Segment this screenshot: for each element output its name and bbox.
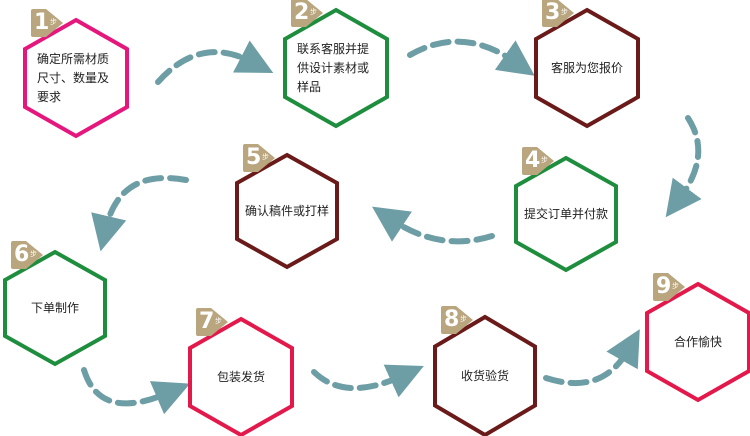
badge-shape-icon — [243, 144, 275, 172]
step-2-hexagon — [283, 7, 389, 129]
badge-shape-icon — [291, 0, 323, 27]
step-5-label: 确认稿件或打样 — [242, 176, 332, 246]
step-label-text: 确认稿件或打样 — [244, 203, 329, 218]
step-number: 7 — [199, 309, 215, 334]
step-suffix: 步 — [30, 250, 37, 258]
step-7-hexagon — [188, 316, 294, 436]
step-9-label: 合作愉快 — [663, 307, 733, 377]
step-9-hexagon — [645, 281, 750, 403]
badge-shape-icon — [31, 9, 63, 37]
step-number: 1 — [34, 10, 50, 35]
badge-shape-icon — [11, 241, 43, 269]
step-5-hexagon — [235, 152, 339, 270]
step-3-label: 客服为您报价 — [542, 33, 632, 103]
step-8-hexagon — [433, 314, 537, 436]
step-label-text: 确定所需材质尺寸、数量及要求 — [37, 51, 110, 104]
step-suffix: 步 — [460, 315, 467, 323]
step-suffix: 步 — [672, 282, 679, 290]
badge-shape-icon — [542, 0, 574, 27]
step-8-label: 收货验货 — [450, 341, 520, 411]
flow-arrow-1-to-2 — [155, 40, 274, 85]
flow-arrow-5-to-6 — [91, 175, 189, 252]
step-1-hexagon — [23, 17, 129, 139]
step-suffix: 步 — [541, 156, 548, 164]
step-suffix: 步 — [262, 153, 269, 161]
badge-shape-icon — [196, 308, 228, 336]
step-number: 8 — [444, 307, 460, 332]
step-number: 6 — [14, 242, 30, 267]
badge-shape-icon — [522, 147, 554, 175]
step-number: 5 — [246, 145, 262, 170]
step-suffix: 步 — [310, 8, 317, 16]
step-2-label: 联系客服并提供设计素材或样品 — [297, 33, 375, 103]
step-label-text: 下单制作 — [30, 300, 79, 315]
step-number: 9 — [656, 274, 672, 299]
step-suffix: 步 — [215, 317, 222, 325]
step-4-label: 提交订单并付款 — [521, 179, 611, 249]
badge-shape-icon — [653, 273, 685, 301]
step-suffix: 步 — [50, 18, 57, 26]
step-label-text: 合作愉快 — [673, 334, 722, 349]
step-label-text: 提交订单并付款 — [523, 206, 608, 221]
step-1-label: 确定所需材质尺寸、数量及要求 — [37, 43, 115, 113]
step-label-text: 包装发货 — [216, 369, 265, 384]
step-number: 3 — [545, 0, 561, 25]
flow-arrow-8-to-9 — [543, 329, 640, 387]
flow-arrow-2-to-3 — [407, 38, 535, 76]
step-6-label: 下单制作 — [20, 273, 90, 343]
flow-arrow-7-to-8 — [311, 364, 424, 398]
flow-arrow-3-to-4 — [665, 115, 702, 218]
badge-shape-icon — [441, 306, 473, 334]
step-7-label: 包装发货 — [206, 342, 276, 412]
flow-arrow-4-to-5 — [372, 206, 495, 245]
step-label-text: 联系客服并提供设计素材或样品 — [297, 41, 370, 94]
step-3-hexagon — [534, 7, 640, 129]
step-6-hexagon — [3, 249, 107, 367]
step-label-text: 客服为您报价 — [550, 60, 623, 75]
step-4-hexagon — [514, 155, 618, 273]
step-suffix: 步 — [561, 8, 568, 16]
step-number: 4 — [525, 148, 541, 173]
flow-arrow-6-to-7 — [81, 367, 191, 415]
step-label-text: 收货验货 — [460, 368, 509, 383]
step-number: 2 — [294, 0, 310, 25]
